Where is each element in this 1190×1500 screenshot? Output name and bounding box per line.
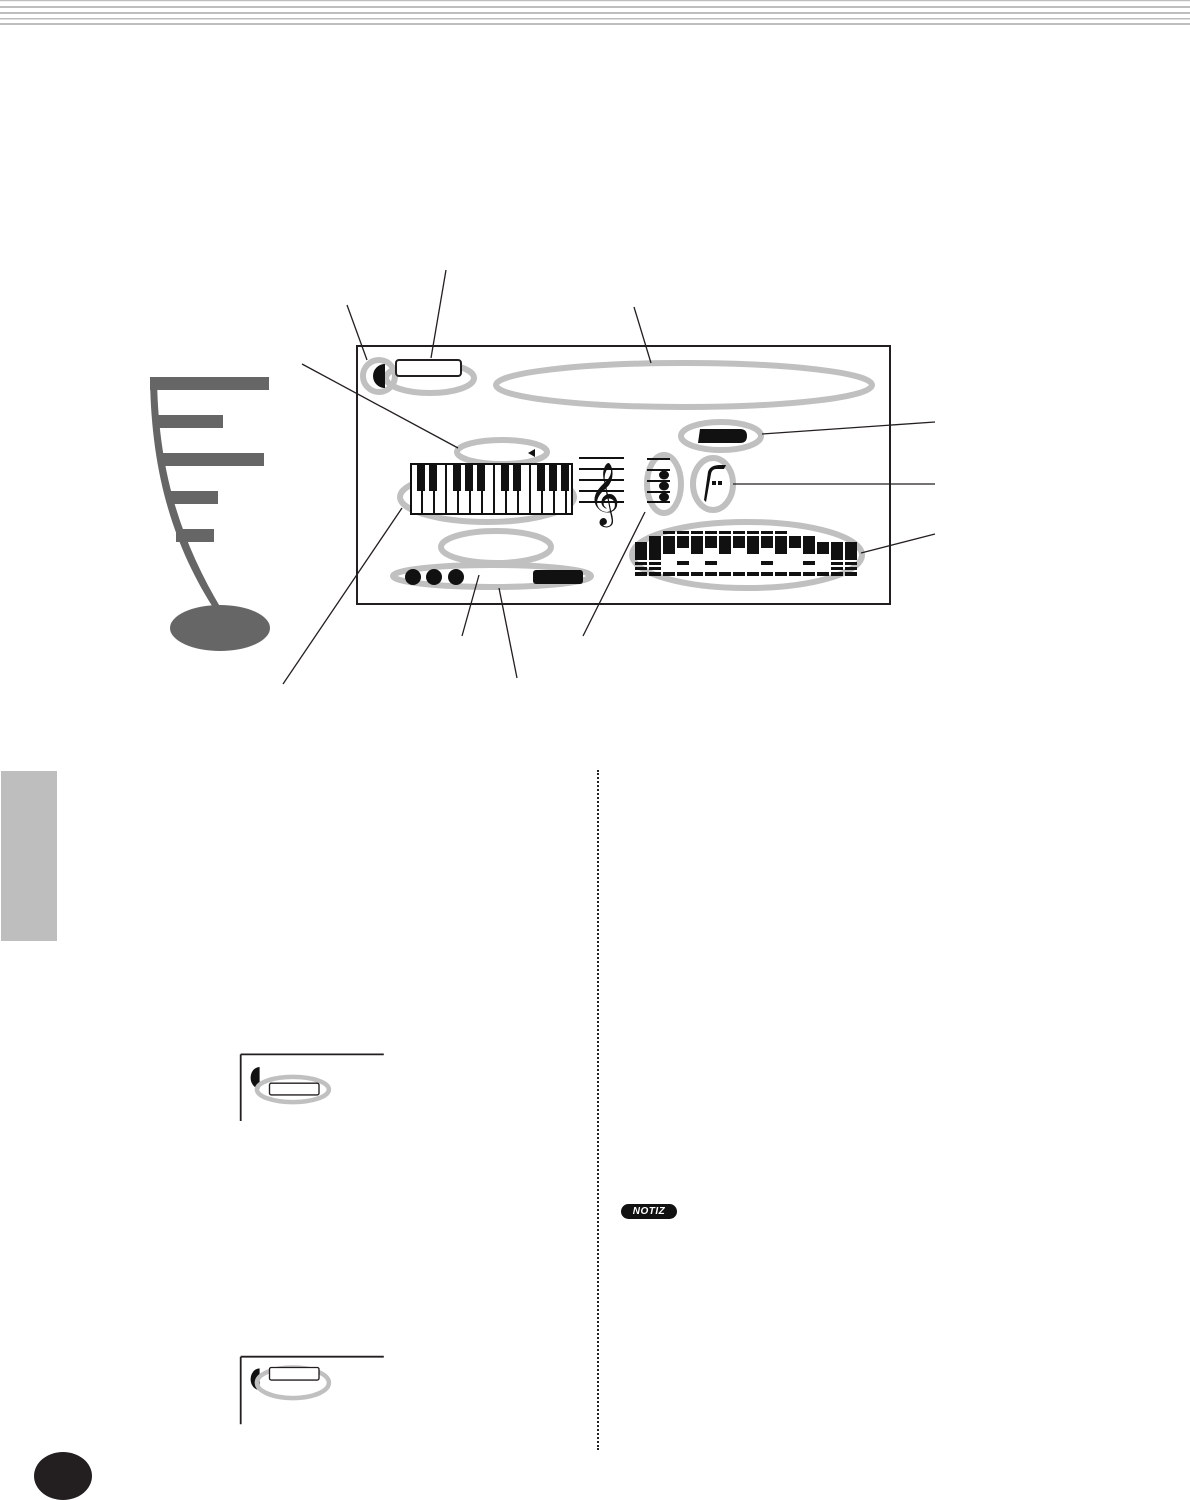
beat-area-highlight	[438, 528, 554, 566]
black-bar-highlight	[678, 419, 764, 453]
lcd-snippet-number-box-lower	[239, 1355, 384, 1425]
header-rules	[0, 0, 1190, 25]
black-bar-indicator	[698, 429, 747, 443]
treble-clef-icon: 𝄞	[588, 462, 620, 528]
note-stack	[647, 458, 670, 503]
half-circle-indicator	[373, 364, 385, 388]
music-note-ruler-icon	[150, 377, 270, 651]
keyboard-graphic	[410, 463, 573, 515]
page-number-marker	[34, 1452, 92, 1500]
column-divider	[597, 770, 599, 1450]
lcd-diagram: 𝄞	[150, 269, 936, 685]
dots-bar-highlight	[390, 562, 594, 590]
dots-and-bar-indicator	[405, 569, 583, 585]
lcd-frame	[356, 345, 891, 605]
treble-clef-staff: 𝄞	[579, 457, 624, 528]
bar-meter-highlight	[629, 519, 865, 591]
notiz-badge: NOTIZ	[621, 1204, 677, 1219]
dynamics-symbol	[704, 465, 726, 502]
name-area-highlight	[493, 360, 875, 410]
bar-meter	[635, 531, 857, 576]
number-box	[395, 359, 462, 377]
lcd-snippet-number-box-upper	[239, 1053, 384, 1121]
note-stack-highlight	[644, 452, 684, 516]
section-side-tab	[1, 771, 57, 941]
half-circle-highlight	[360, 357, 398, 395]
keyboard-indicator-arrow	[528, 449, 535, 457]
leader-lines	[282, 269, 936, 685]
